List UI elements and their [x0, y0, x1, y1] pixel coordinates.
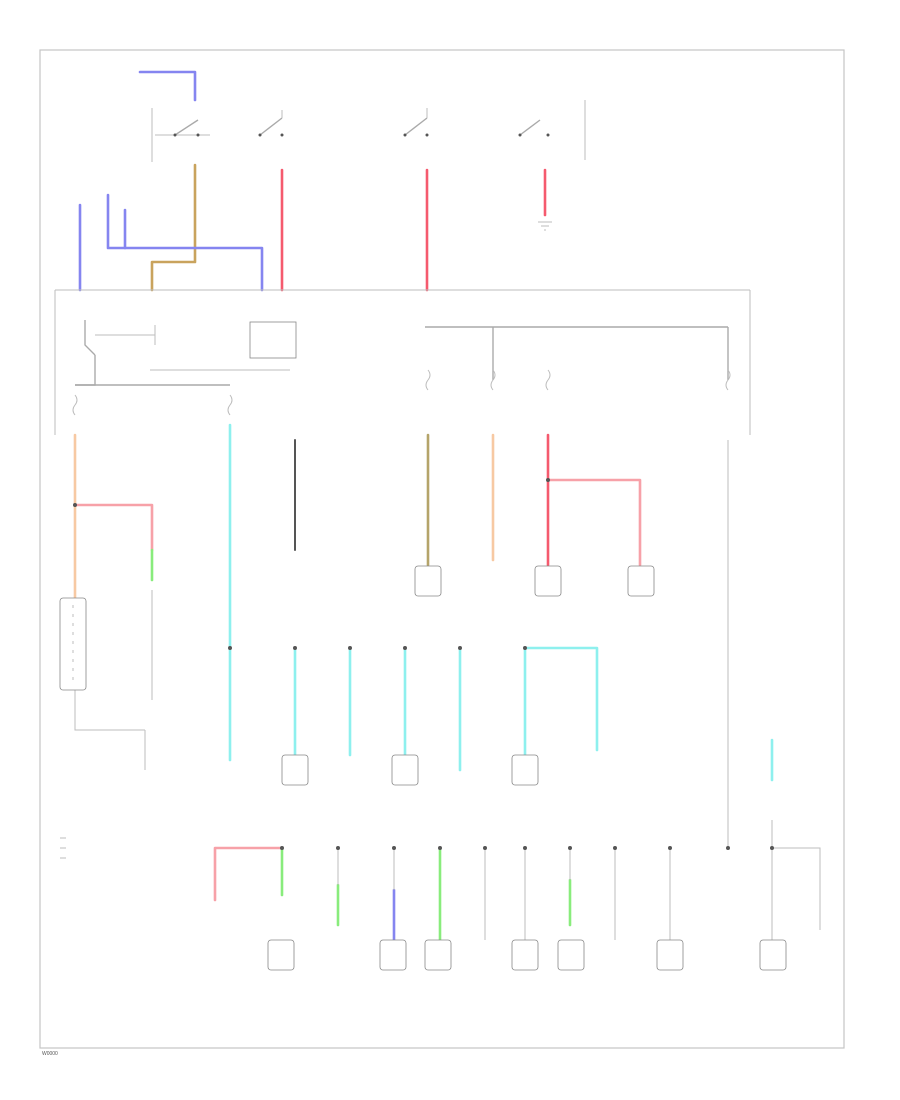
- lower-middle-wires: [281, 646, 774, 786]
- top-wires: [78, 70, 552, 292]
- middle-components: [59, 565, 655, 691]
- fuse-box-outline: [54, 289, 751, 435]
- bottom-wires: [213, 820, 821, 942]
- ignition-switch-group: [151, 100, 586, 162]
- diagram-frame: [39, 49, 845, 1049]
- junction-dots: [73, 478, 774, 850]
- page-code: W0000: [42, 1051, 58, 1057]
- middle-wires: [73, 423, 729, 850]
- legend: [60, 837, 66, 859]
- bottom-components: [267, 939, 787, 971]
- fuses: [72, 369, 731, 416]
